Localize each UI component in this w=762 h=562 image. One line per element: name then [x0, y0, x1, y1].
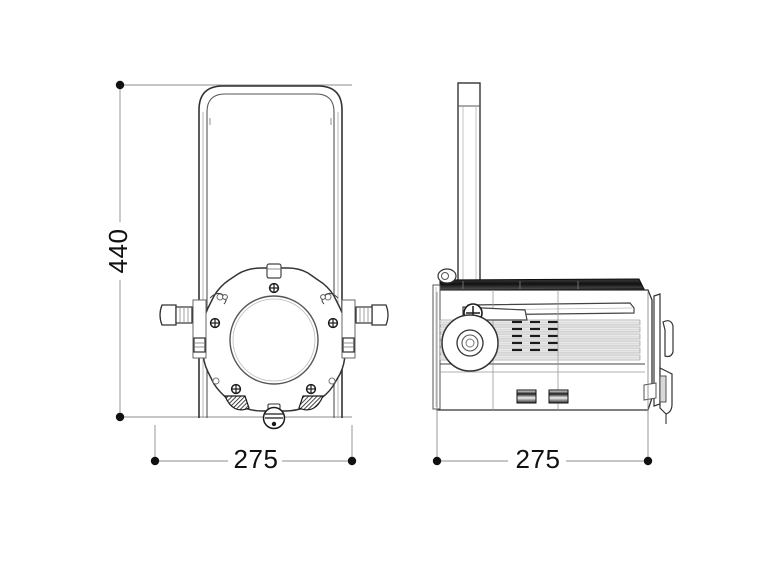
clamp-right-shape — [298, 395, 324, 411]
knob-center-dot — [271, 421, 277, 427]
dimension-dot-left-side — [432, 456, 442, 466]
clamp-left-shape — [224, 395, 250, 411]
housing-holes — [212, 293, 336, 385]
bottom-knob[interactable] — [262, 403, 286, 430]
handle-grip-left[interactable] — [159, 304, 177, 326]
handle-grip-right[interactable] — [371, 304, 389, 326]
rear-plate — [432, 284, 441, 410]
focus-wheel-center — [465, 338, 475, 348]
screw-icon — [268, 282, 280, 294]
housing-screws — [209, 282, 339, 395]
dimension-dot-right-front — [347, 456, 357, 466]
dimension-dot-bottom — [115, 412, 125, 422]
front-view-dimensions: 440 275 — [103, 80, 357, 474]
dimension-dot-right-side — [643, 456, 653, 466]
bracket-pin-left — [222, 294, 228, 300]
width-dimension-label-side: 275 — [516, 444, 561, 474]
yoke-outer-path — [198, 85, 343, 418]
bottom-clamp-left — [224, 395, 250, 411]
lens-aperture-outer — [229, 295, 319, 385]
eye-bolt-hole — [441, 272, 449, 280]
top-dark-bar — [439, 278, 645, 291]
bracket-pin-right — [320, 294, 326, 300]
yoke-nut-right — [342, 337, 355, 353]
top-post-body — [266, 263, 282, 279]
tilt-lock-handle-left[interactable] — [159, 292, 228, 359]
side-view-dimensions: 275 — [432, 292, 653, 474]
screw-icon — [230, 383, 242, 395]
screw-icon — [305, 383, 317, 395]
screw-icon — [209, 317, 221, 329]
lens-aperture-inner — [232, 298, 316, 382]
tilt-lock-handle-right[interactable] — [320, 292, 389, 359]
height-dimension-label: 440 — [103, 229, 133, 274]
bottom-clamp-right — [298, 395, 324, 411]
holder-clip-upper[interactable] — [662, 320, 674, 358]
top-post — [266, 263, 282, 279]
side-view — [432, 82, 674, 424]
octagonal-housing — [202, 263, 346, 412]
holder-base-tab — [643, 382, 657, 401]
screw-icon — [327, 317, 339, 329]
holder-latch[interactable] — [659, 375, 667, 403]
width-dimension-label-front: 275 — [234, 444, 279, 474]
base-foot-left — [516, 389, 537, 404]
yoke-nut-left — [193, 337, 206, 353]
focus-knob-wheel[interactable] — [441, 303, 528, 372]
hanging-eye-bolt — [437, 268, 457, 284]
front-view — [159, 85, 389, 430]
base-foot-right — [548, 389, 569, 404]
vent-slots — [512, 320, 558, 352]
gel-frame-holder[interactable] — [643, 293, 674, 424]
yoke-bracket — [198, 85, 343, 418]
yoke-inner-path — [206, 93, 335, 418]
dimension-dot-left-front — [150, 456, 160, 466]
dimension-dot-top — [115, 80, 125, 90]
